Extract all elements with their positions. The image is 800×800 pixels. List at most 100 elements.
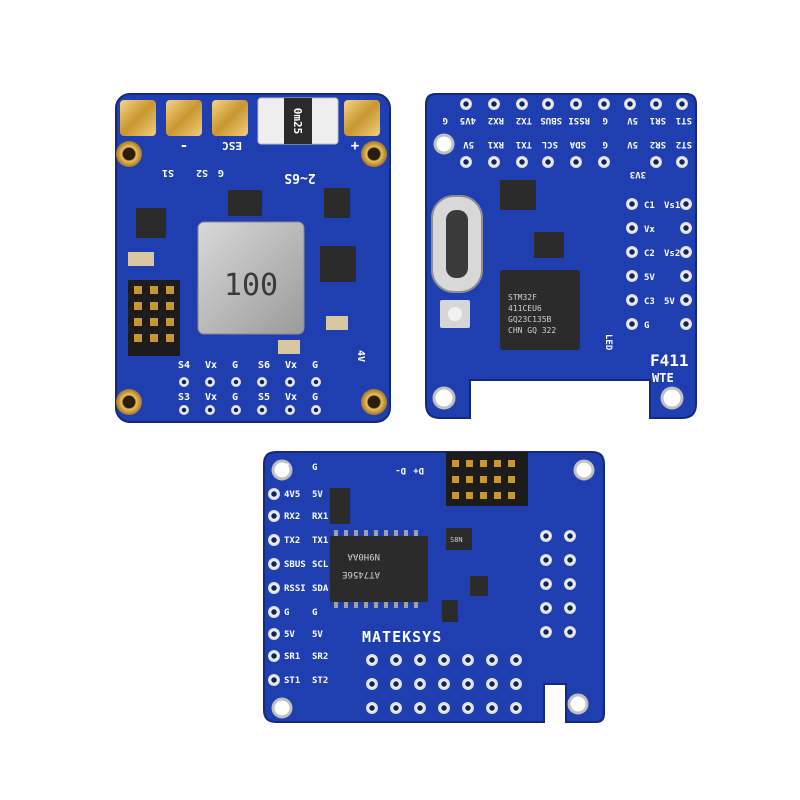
pin-label: RX1: [312, 512, 328, 522]
pdb-board: 0m25 ESC 2~6S + - S1 S2 G 100: [115, 93, 391, 423]
mount-hole: [567, 693, 589, 715]
fc-model-label: F411: [650, 351, 689, 370]
pin-label: G: [312, 463, 317, 473]
ic-chip: [500, 180, 536, 210]
mount-hole: [116, 141, 142, 167]
current-shunt: 0m25: [257, 97, 339, 145]
pin-label: RSSI: [284, 584, 306, 594]
pin-label: 5V: [644, 273, 655, 283]
pin-label: G: [312, 360, 318, 371]
pin-label: Vx: [644, 225, 655, 235]
pdb-pin-labels: S4 S3 Vx Vx G G S6 S5 Vx Vx G G 4V: [178, 350, 366, 403]
pin-label: RX2: [488, 115, 504, 125]
pin-label: SDA: [569, 139, 586, 149]
mcu-chip: STM32F 411CEU6 GQ23C135B CHN GQ 322: [500, 270, 580, 350]
ic-chip: [324, 188, 350, 218]
fc-top-labels: G 4V5 RX2 TX2 SBUS RSSI G 5V SR1 ST1 5V …: [443, 115, 692, 179]
pin-label: 5V: [664, 297, 675, 307]
pin-label: RX2: [284, 512, 300, 522]
pin-label: TX1: [516, 139, 532, 149]
pin-label: Vx: [285, 360, 297, 371]
side-label: G: [218, 167, 224, 178]
expansion-left-pads: [268, 488, 280, 686]
pin-label: SBUS: [284, 560, 306, 570]
pin-label: S5: [258, 392, 270, 403]
side-labels: S1 S2 G: [162, 167, 224, 178]
shunt-label: 0m25: [291, 108, 304, 135]
mount-hole: [433, 133, 455, 155]
pin-label: SR1: [284, 652, 300, 662]
fc-top-pads: [460, 98, 688, 168]
minus-label: -: [180, 138, 188, 154]
pin-label: G: [603, 139, 608, 149]
mount-hole: [361, 389, 387, 415]
pin-label: ST1: [676, 115, 692, 125]
expansion-left-labels: G 4V5 RX2 TX2 SBUS RSSI G 5V SR1 ST1 G 5…: [284, 463, 329, 686]
side-label: S1: [162, 167, 174, 178]
pin-label: G: [284, 463, 289, 473]
pin-label: TX2: [284, 536, 300, 546]
mount-hole: [271, 459, 293, 481]
pin-label: G: [232, 392, 238, 403]
pin-label: ST1: [284, 676, 300, 686]
esc-label: ESC: [222, 139, 242, 152]
pin-label: 5V: [627, 139, 638, 149]
pin-label: Vx: [205, 360, 217, 371]
pin-label: C2: [644, 249, 655, 259]
pin-label: C3: [644, 297, 655, 307]
pin-label: 5V: [312, 630, 323, 640]
esc-solder-pads: [120, 100, 380, 136]
usb-c-port: [431, 195, 483, 293]
brand-label: MATEKSYS: [362, 628, 442, 646]
pin-label: 5V: [312, 490, 323, 500]
chip-text: S8N: [450, 536, 463, 544]
pin-header: [128, 280, 180, 356]
pin-label: 4V5: [460, 115, 476, 125]
pin-label: D-: [395, 465, 406, 475]
pin-label: G: [284, 608, 289, 618]
inductor-label: 100: [224, 268, 278, 303]
voltage-label: 2~6S: [284, 170, 315, 185]
pin-label: G: [232, 360, 238, 371]
pin-label: S6: [258, 360, 270, 371]
pin-label: TX2: [516, 115, 532, 125]
side-label: S2: [196, 167, 208, 178]
fc-board: G 4V5 RX2 TX2 SBUS RSSI G 5V SR1 ST1 5V …: [425, 93, 697, 419]
pin-label: S4: [178, 360, 190, 371]
mount-hole: [432, 386, 456, 410]
mcu-text: STM32F: [508, 293, 537, 302]
led-label: LED: [603, 334, 613, 351]
pin-label: SCL: [541, 139, 558, 149]
pin-label: 5V: [284, 630, 295, 640]
pin-label: G: [312, 392, 318, 403]
pin-label: RX1: [488, 139, 504, 149]
pin-label: 4V5: [284, 490, 300, 500]
ic-chip: [320, 246, 356, 282]
mount-hole: [116, 389, 142, 415]
pin-label: SR1: [650, 115, 666, 125]
pin-label: SBUS: [540, 115, 562, 125]
mount-hole: [573, 459, 595, 481]
ic-chip: [470, 576, 488, 596]
expansion-board: D- D+ N9H0AA AT7456E S8N G 4V5 RX2 TX2 S…: [263, 451, 605, 723]
pin-label: RSSI: [568, 115, 590, 125]
pin-label: G: [312, 608, 317, 618]
pin-label: SDA: [312, 584, 329, 594]
pin-label: TX1: [312, 536, 328, 546]
pin-label: 5V: [627, 115, 638, 125]
pin-label: G: [644, 321, 649, 331]
mount-hole: [271, 697, 293, 719]
pin-label: Vs1: [664, 201, 680, 211]
fc-right-pads: [626, 198, 692, 330]
mcu-text: GQ23C135B: [508, 315, 552, 324]
pdb-pin-pads: [179, 377, 321, 415]
ic-chip: [330, 488, 350, 524]
osd-chip: N9H0AA AT7456E: [330, 530, 428, 608]
expansion-pin-header: [446, 452, 528, 506]
pin-label: S3: [178, 392, 190, 403]
ic-chip: [446, 528, 472, 550]
pin-label: 3V3: [630, 169, 646, 179]
fc-variant-label: WTE: [652, 371, 674, 385]
chip-text: N9H0AA: [347, 551, 380, 561]
